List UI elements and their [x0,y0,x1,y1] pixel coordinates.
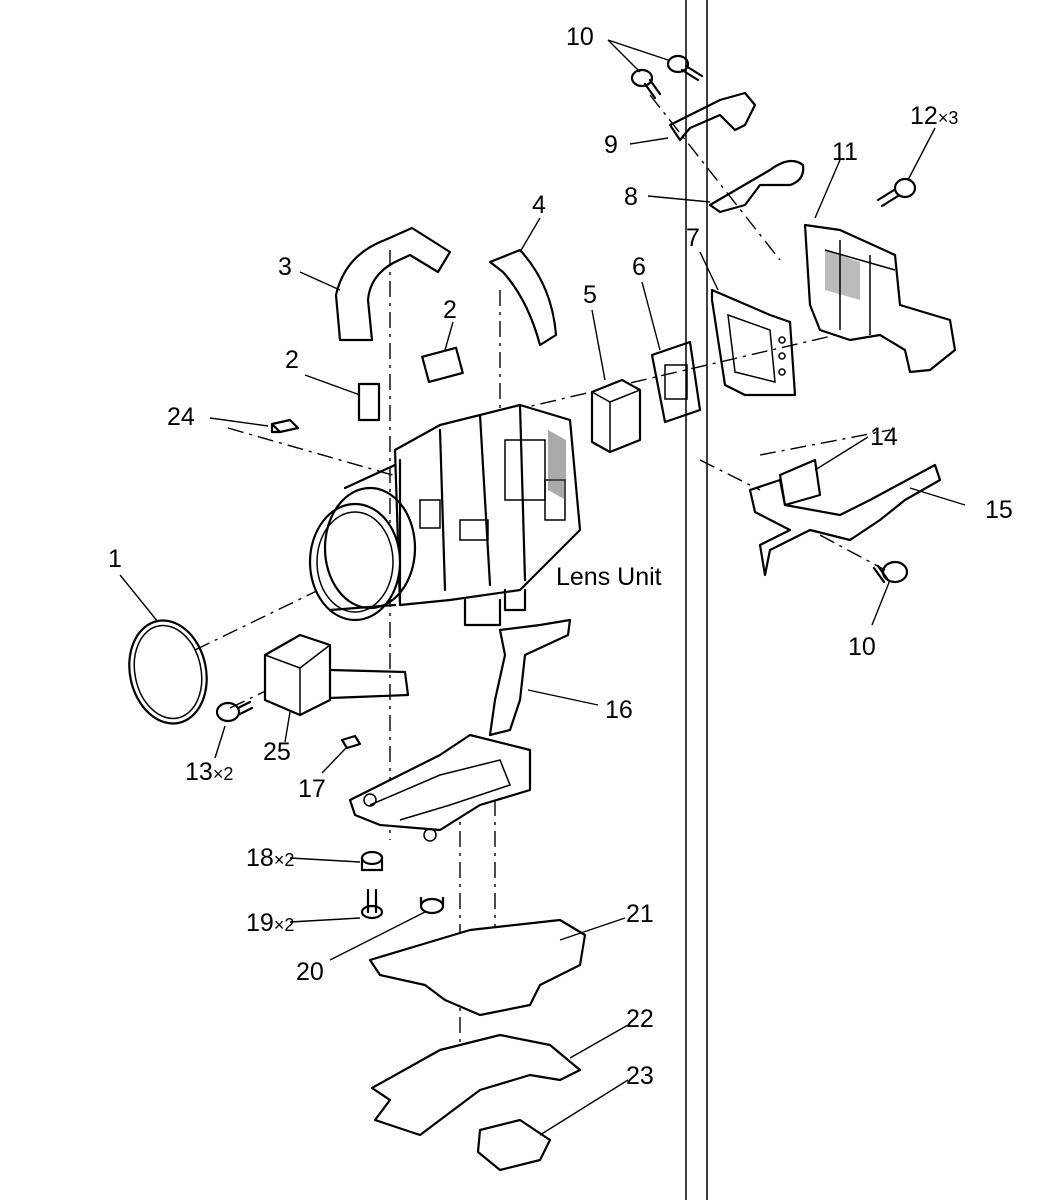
part-25-switch [263,633,410,717]
callout-22: 22 [626,1005,654,1033]
callout-2a: 2 [285,346,299,374]
callout-13: 13×2 [185,758,233,786]
callout-7: 7 [686,224,700,252]
lens-unit-label: Lens Unit [556,563,662,591]
callout-20: 20 [296,958,324,986]
part-17-piece [340,734,362,750]
part-3-flex-cable [334,226,452,342]
callout-21: 21 [626,900,654,928]
part-20-spacer [419,896,445,915]
part-1-ring [128,619,208,725]
part-18-spacer [360,850,384,872]
callout-8: 8 [624,183,638,211]
part-13-screw [215,700,254,723]
callout-18: 18×2 [246,844,294,872]
part-8-strip [708,159,805,214]
callout-10a: 10 [566,23,594,51]
part-12-screw [876,177,917,208]
callout-2b: 2 [443,296,457,324]
part-15-bracket [748,463,942,577]
part-5-block [590,378,642,454]
callout-24: 24 [167,403,195,431]
part-10-screw-bottom [872,560,909,584]
part-2b-pad [357,382,381,422]
callout-12: 12×3 [910,102,958,130]
part-7-plate [710,288,797,397]
callout-16: 16 [605,696,633,724]
part-19-screw [360,888,384,920]
callout-19: 19×2 [246,909,294,937]
callout-23: 23 [626,1062,654,1090]
part-23-plate [476,1118,552,1172]
callout-4: 4 [532,191,546,219]
callout-11: 11 [832,138,858,166]
part-10-screws-top [630,54,704,100]
callout-labels: 1 2 2 3 4 5 6 7 8 9 10 10 11 12×3 13×2 1… [108,23,1013,1090]
part-11-ccd-unit [803,223,957,374]
part-14-pad [778,458,822,507]
part-9-bracket [668,91,757,142]
callout-9: 9 [604,131,618,159]
part-4-shield [488,248,558,347]
lens-unit [308,403,582,627]
part-16-frame [348,618,572,842]
callout-15: 15 [985,496,1013,524]
part-21-sheet [368,918,587,1017]
part-6-frame [650,340,702,424]
callout-1: 1 [108,545,122,573]
callout-5: 5 [583,281,597,309]
callout-14: 14 [870,423,898,451]
callout-10b: 10 [848,633,876,661]
part-24-block [270,418,300,434]
callout-25: 25 [263,738,291,766]
callout-6: 6 [632,253,646,281]
callout-17: 17 [298,775,326,803]
part-22-sheet [370,1033,582,1137]
leader-lines [119,39,966,1136]
callout-3: 3 [278,253,292,281]
part-2a-pad [421,346,464,384]
